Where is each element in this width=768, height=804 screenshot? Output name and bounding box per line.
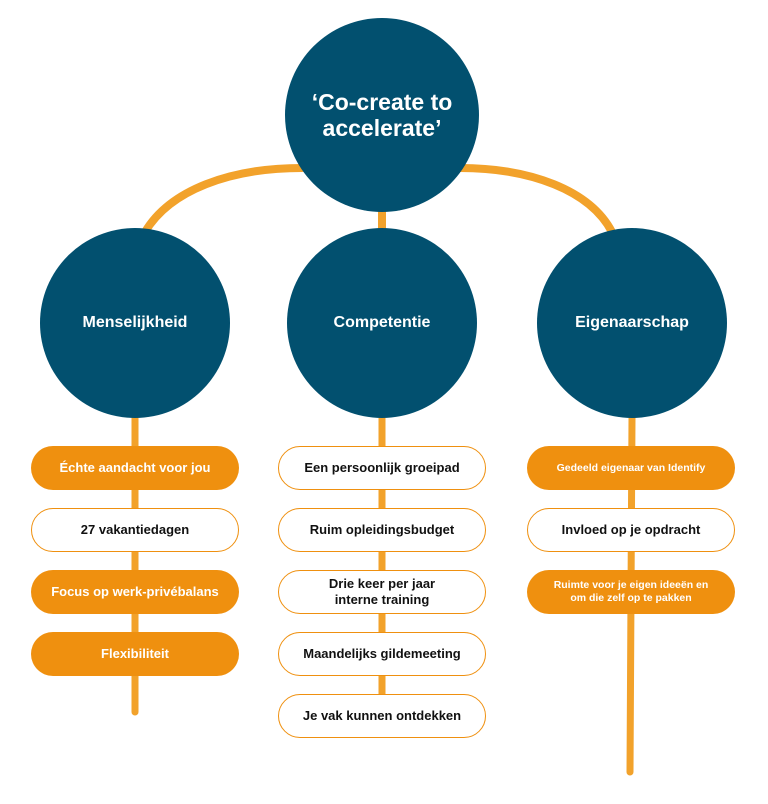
pill-label: Je vak kunnen ontdekken: [302, 708, 462, 723]
center-circle: ‘Co-create to accelerate’: [285, 18, 479, 212]
arc-left: [141, 164, 306, 236]
pill-item: Échte aandacht voor jou: [31, 446, 239, 490]
pill-label: Flexibiliteit: [101, 646, 169, 661]
pill-label: Drie keer per jaar interne training: [328, 576, 436, 607]
pill-item: Maandelijks gildemeeting: [278, 632, 486, 676]
pill-item: Ruim opleidingsbudget: [278, 508, 486, 552]
pillar-title: Eigenaarschap: [575, 314, 689, 331]
pill-item: Een persoonlijk groeipad: [278, 446, 486, 490]
pill-item: 27 vakantiedagen: [31, 508, 239, 552]
pill-item: Je vak kunnen ontdekken: [278, 694, 486, 738]
pillar-circle-menselijkheid: Menselijkheid: [40, 228, 230, 418]
pillar-circle-competentie: Competentie: [287, 228, 477, 418]
center-label: ‘Co-create to accelerate’: [311, 89, 453, 141]
pill-item: Gedeeld eigenaar van Identify: [527, 446, 735, 490]
pill-label: Maandelijks gildemeeting: [303, 646, 461, 661]
pillar-circle-eigenaarschap: Eigenaarschap: [537, 228, 727, 418]
arc-right: [456, 164, 616, 236]
pillar-title: Menselijkheid: [82, 314, 188, 331]
pill-label: Een persoonlijk groeipad: [304, 460, 460, 475]
pill-label: Gedeeld eigenaar van Identify: [556, 461, 706, 474]
pill-label: Focus op werk-privébalans: [51, 584, 219, 599]
pill-label: Ruim opleidingsbudget: [309, 522, 455, 537]
pill-item: Invloed op je opdracht: [527, 508, 735, 552]
pill-item: Focus op werk-privébalans: [31, 570, 239, 614]
pill-label: Échte aandacht voor jou: [59, 460, 211, 475]
pill-item: Ruimte voor je eigen ideeën en om die ze…: [527, 570, 735, 614]
pill-label: 27 vakantiedagen: [80, 522, 190, 537]
pill-label: Ruimte voor je eigen ideeën en om die ze…: [553, 579, 709, 604]
pill-label: Invloed op je opdracht: [561, 522, 701, 537]
pillar-title: Competentie: [333, 314, 431, 331]
pill-item: Drie keer per jaar interne training: [278, 570, 486, 614]
pill-item: Flexibiliteit: [31, 632, 239, 676]
